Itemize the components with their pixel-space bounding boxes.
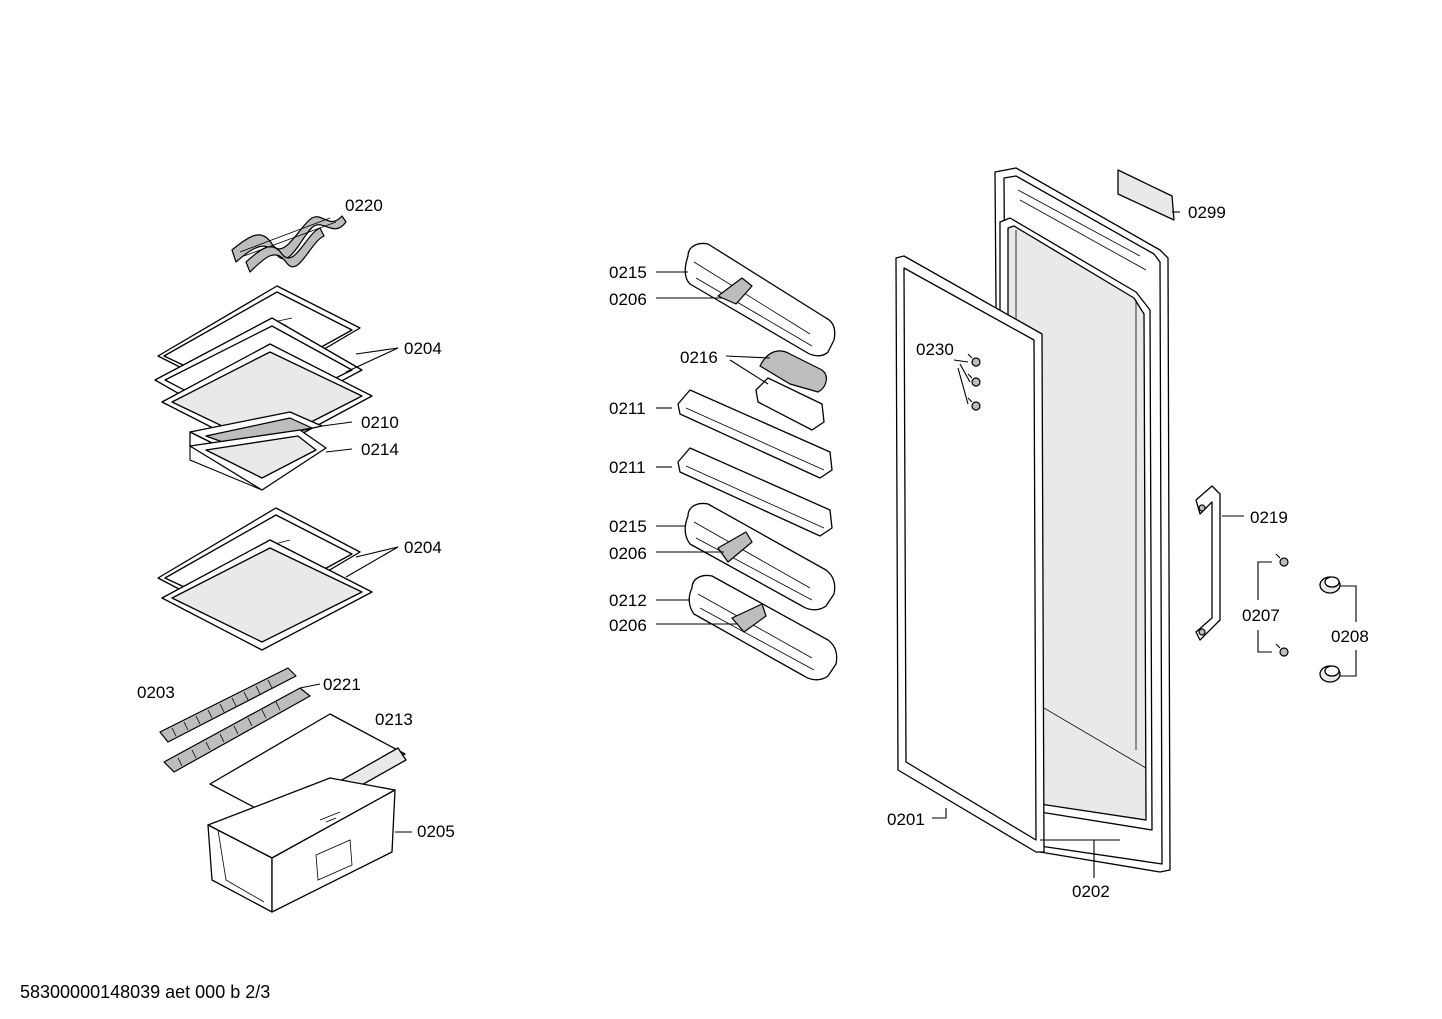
label-0216: 0216: [680, 348, 718, 367]
door-shelf-2: [677, 447, 833, 537]
door-handle-part: [1195, 485, 1221, 641]
label-0299: 0299: [1188, 203, 1226, 222]
door-shelf-1: [677, 389, 833, 479]
label-0211-lower: 0211: [609, 458, 646, 477]
label-plate-part: [1117, 169, 1175, 221]
label-0221: 0221: [323, 675, 361, 694]
label-0201: 0201: [887, 810, 925, 829]
label-0204-upper: 0204: [404, 339, 442, 358]
label-0210: 0210: [361, 413, 399, 432]
door-bin-top: [684, 242, 836, 357]
label-0207: 0207: [1242, 606, 1280, 625]
door-bin-bottom: [688, 574, 838, 681]
label-0206-top: 0206: [609, 290, 647, 309]
label-0206-middle: 0206: [609, 544, 647, 563]
butter-dish-tray: [755, 377, 825, 431]
bottle-rack-part: [231, 215, 347, 273]
grille-strip-upper: [159, 667, 297, 743]
label-0214: 0214: [361, 440, 399, 459]
drawing-number-footer: 58300000148039 aet 000 b 2/3: [20, 982, 270, 1002]
cap-set-0208: [1319, 576, 1341, 683]
door-bin-middle: [684, 502, 836, 611]
screw-set-0230: [967, 353, 981, 411]
label-0208: 0208: [1331, 627, 1369, 646]
label-0206-bottom: 0206: [609, 616, 647, 635]
label-0204-lower: 0204: [404, 538, 442, 557]
label-0202: 0202: [1072, 882, 1110, 901]
label-0212: 0212: [609, 591, 647, 610]
label-0215-middle: 0215: [609, 517, 647, 536]
middle-leader-lines: [656, 271, 771, 625]
label-0215-top: 0215: [609, 263, 647, 282]
label-0211-upper: 0211: [609, 399, 646, 418]
label-0220: 0220: [345, 196, 383, 215]
screw-set-0207: [1275, 553, 1289, 657]
right-leader-lines: [932, 211, 1357, 878]
butter-dish-lid: [759, 350, 827, 393]
left-leader-lines: [299, 347, 412, 833]
label-0205: 0205: [417, 822, 455, 841]
label-0203: 0203: [137, 683, 175, 702]
label-0230: 0230: [916, 340, 954, 359]
label-0219: 0219: [1250, 508, 1288, 527]
glass-shelf-lower-2: [161, 539, 373, 651]
door-gasket-part: [895, 255, 1045, 853]
grille-strip-lower: [163, 687, 311, 773]
crisper-drawer-part: [207, 777, 396, 913]
label-0213: 0213: [375, 710, 413, 729]
shelf-drawer-part: [189, 429, 327, 491]
